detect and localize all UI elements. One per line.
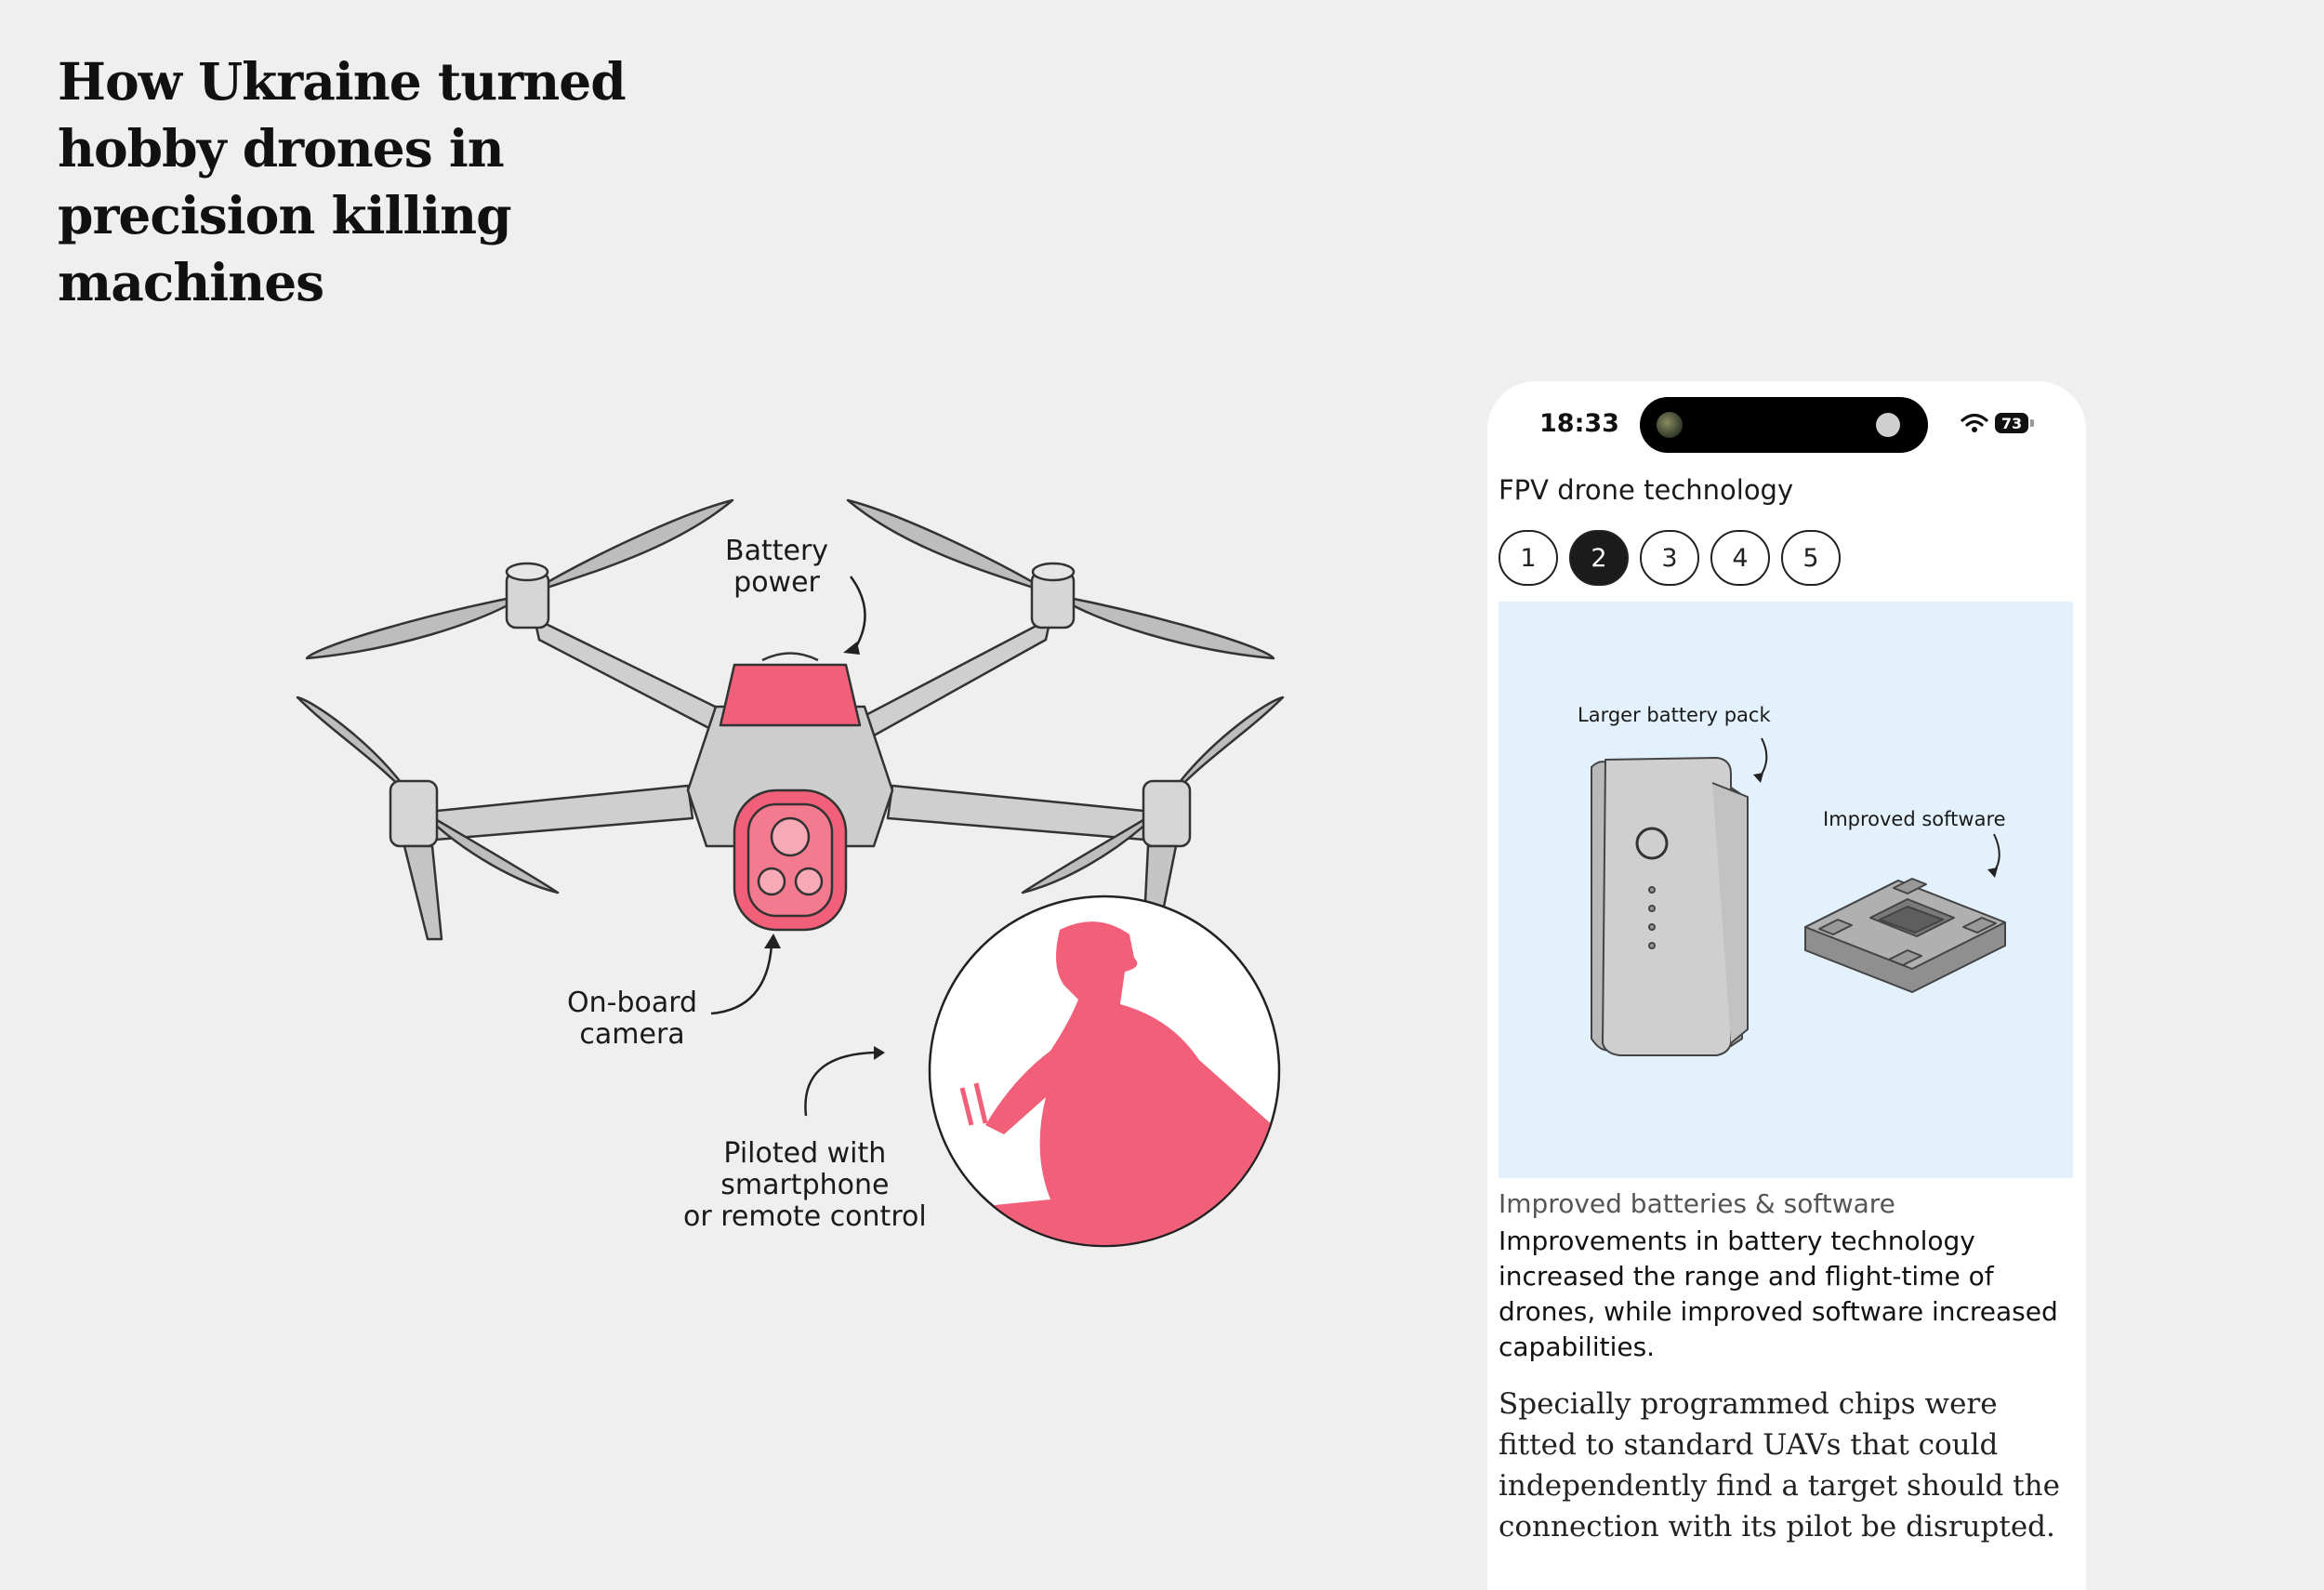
- status-time: 18:33: [1539, 409, 1619, 438]
- island-avatar-icon: [1657, 412, 1683, 438]
- drone-graphic: [296, 498, 1285, 1248]
- software-label: Improved software: [1823, 808, 2006, 830]
- headline: How Ukraine turned hobby drones in preci…: [58, 51, 627, 312]
- step-button-5[interactable]: 5: [1781, 530, 1841, 586]
- step-button-3[interactable]: 3: [1640, 530, 1699, 586]
- step-button-2[interactable]: 2: [1569, 530, 1629, 586]
- battery-level: 73: [2000, 414, 2023, 432]
- step-button-4[interactable]: 4: [1710, 530, 1770, 586]
- battery-chip-graphic: [1591, 737, 2006, 1056]
- caption-body: Improvements in battery technology incre…: [1499, 1226, 2058, 1362]
- battery-label: Battery power: [725, 535, 829, 599]
- caption-title: Improved batteries & software: [1499, 1188, 1895, 1219]
- step-button-1[interactable]: 1: [1499, 530, 1558, 586]
- wifi-icon: [1961, 413, 1988, 432]
- section-title: FPV drone technology: [1499, 474, 1794, 506]
- phone-screen: 18:33 73 FPV drone technology 1 2 3 4 5 …: [1487, 381, 2086, 1590]
- camera-icon: [1876, 413, 1900, 437]
- illustration-panel: Larger battery pack Improved software: [1499, 602, 2073, 1178]
- dynamic-island: [1640, 397, 1928, 453]
- drone-illustration: Battery power On-board camera Piloted wi…: [279, 484, 1301, 1265]
- battery-pack-label: Larger battery pack: [1578, 704, 1771, 726]
- status-icons: 73: [1960, 411, 2038, 435]
- battery-tip: [2030, 419, 2034, 427]
- camera-label: On-board camera: [567, 987, 698, 1051]
- article-body-text: Specially programmed chips were fitted t…: [1499, 1387, 2060, 1544]
- piloted-label: Piloted with smartphone or remote contro…: [683, 1137, 927, 1233]
- battery-icon: 73: [1995, 413, 2028, 433]
- step-nav: 1 2 3 4 5: [1499, 530, 1841, 586]
